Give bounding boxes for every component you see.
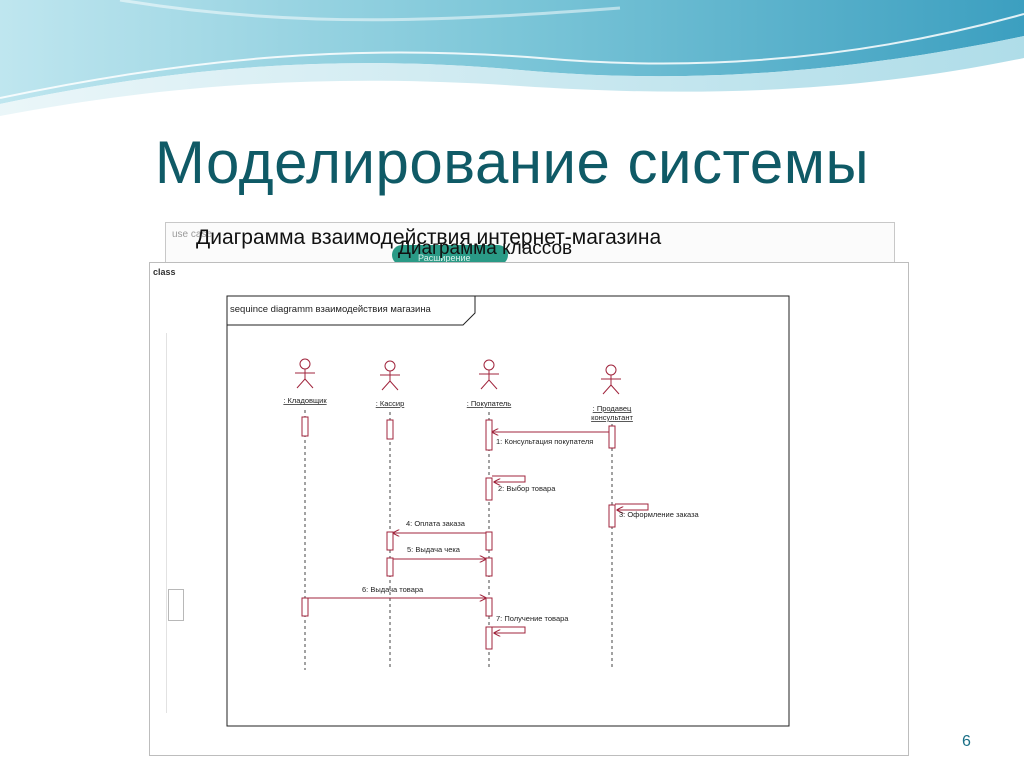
use-case-frame-label: use case <box>172 229 213 240</box>
message-6: 6: Выдача товара <box>308 585 486 598</box>
frame-tab <box>227 296 476 326</box>
message-5: 5: Выдача чека <box>393 545 486 559</box>
activation-buyer-5 <box>485 597 493 617</box>
activation-consultant-1 <box>608 425 616 449</box>
sequence-frame <box>226 295 790 727</box>
activation-buyer-2 <box>485 477 493 501</box>
class-frame-edge <box>166 333 173 713</box>
activation-cashier-1 <box>386 419 394 440</box>
message-7: 7: Получение товара <box>492 614 569 633</box>
actor-cashier <box>380 360 400 391</box>
message-5-label: 5: Выдача чека <box>407 545 461 554</box>
actor-buyer <box>479 359 499 390</box>
message-2: 2: Выбор товара <box>492 475 556 493</box>
use-case-pill-text: Расширение <box>418 253 471 263</box>
message-3: 3: Оформление заказа <box>615 503 700 519</box>
message-4: 4: Оплата заказа <box>393 519 486 533</box>
activation-buyer-4 <box>485 557 493 577</box>
actor-label-storekeeper: : Кладовщик <box>283 396 327 405</box>
activation-cashier-3 <box>386 557 394 577</box>
slide-title: Моделирование системы <box>154 129 870 196</box>
message-6-label: 6: Выдача товара <box>362 585 424 594</box>
activation-buyer-3 <box>485 531 493 551</box>
overlay-subtitle: Диаграмма классов <box>398 238 573 259</box>
slide-subtitle: Диаграмма взаимодействия интернет-магази… <box>196 226 662 249</box>
actor-storekeeper <box>295 358 315 389</box>
message-2-label: 2: Выбор товара <box>498 484 556 493</box>
message-3-label: 3: Оформление заказа <box>619 510 700 519</box>
actor-label-consultant-2: консультант <box>591 413 633 422</box>
message-1: 1: Консультация покупателя <box>492 432 609 446</box>
actor-label-cashier: : Кассир <box>376 399 405 408</box>
class-frame-label: class <box>153 267 176 277</box>
activation-buyer-1 <box>485 419 493 451</box>
use-case-pill <box>392 245 508 265</box>
activations <box>301 416 616 650</box>
message-7-label: 7: Получение товара <box>496 614 569 623</box>
class-frame-box <box>168 589 184 621</box>
message-4-label: 4: Оплата заказа <box>406 519 466 528</box>
activation-storekeeper-2 <box>301 597 309 617</box>
message-1-label: 1: Консультация покупателя <box>496 437 593 446</box>
activation-buyer-6 <box>485 626 493 650</box>
actor-consultant <box>601 364 621 395</box>
actor-label-consultant-1: : Продавец <box>593 404 632 413</box>
actor-label-buyer: : Покупатель <box>467 399 512 408</box>
header-waves <box>0 0 1024 116</box>
activation-consultant-2 <box>608 504 616 528</box>
activation-cashier-2 <box>386 531 394 551</box>
page-number: 6 <box>962 733 971 750</box>
activation-storekeeper-1 <box>301 416 309 437</box>
frame-label: sequince diagramm взаимодействия магазин… <box>230 304 432 315</box>
